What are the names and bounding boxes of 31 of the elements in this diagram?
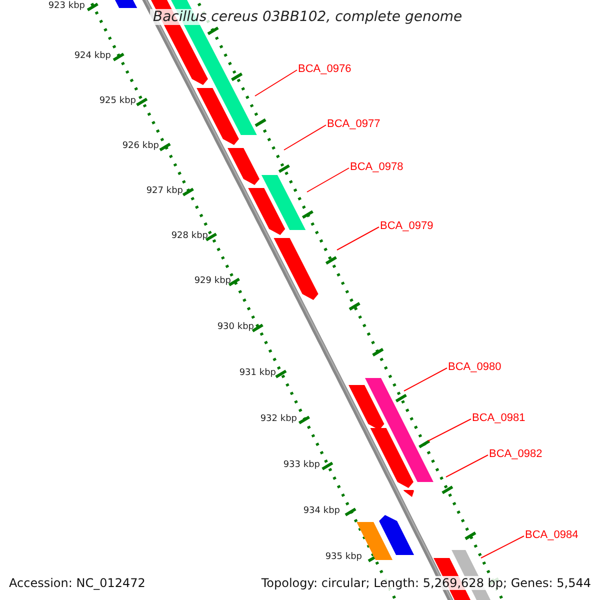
scale-label: 933 kbp	[283, 461, 320, 470]
leader-line	[446, 454, 488, 478]
gene-label: BCA_0978	[350, 162, 404, 173]
scale-label: 930 kbp	[217, 323, 254, 332]
leader-line	[480, 536, 524, 558]
scale-label: 926 kbp	[122, 142, 159, 151]
scale-label: 931 kbp	[239, 369, 276, 378]
scale-label: 925 kbp	[99, 97, 136, 106]
gene-label: BCA_0976	[298, 64, 352, 75]
leader-line	[284, 124, 326, 150]
leader-line	[306, 168, 350, 192]
genome-info-text: Topology: circular; Length: 5,269,628 bp; Genes: 5,544	[261, 576, 591, 590]
scale-label: 928 kbp	[171, 232, 208, 241]
leader-line	[254, 70, 298, 96]
leader-line	[404, 368, 448, 392]
leader-line	[428, 418, 472, 442]
gene-label: BCA_0981	[472, 413, 526, 424]
accession-text: Accession: NC_012472	[9, 576, 146, 590]
scale-label: 932 kbp	[260, 415, 297, 424]
scale-label: 923 kbp	[48, 2, 85, 11]
scale-label: 927 kbp	[146, 187, 183, 196]
gene-label: BCA_0979	[380, 221, 434, 232]
gene-label: BCA_0977	[327, 119, 380, 130]
scale-label: 935 kbp	[325, 553, 362, 562]
scale-label: 929 kbp	[194, 277, 231, 286]
scale-label: 934 kbp	[303, 507, 340, 516]
scale-label: 924 kbp	[74, 52, 111, 61]
leader-line	[336, 226, 380, 250]
gene-label: BCA_0984	[525, 530, 578, 541]
gene-label: BCA_0980	[448, 362, 502, 373]
gene-label: BCA_0982	[489, 449, 542, 460]
